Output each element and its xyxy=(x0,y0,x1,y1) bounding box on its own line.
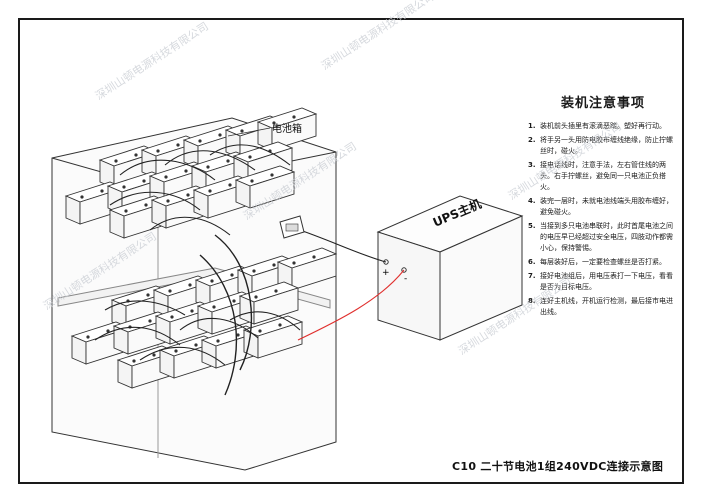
battery-cell xyxy=(98,145,160,189)
note-number: 3. xyxy=(528,161,536,169)
note-number: 7. xyxy=(528,272,536,280)
note-text: 装机前头插里有滚滴恶踏。塑好再行动。 xyxy=(540,122,666,130)
installation-notes: 装机注意事项 1. 装机前头插里有滚滴恶踏。塑好再行动。 2. 将手另一头用防电胶布缠… xyxy=(528,92,678,321)
note-item: 1. 装机前头插里有滚滴恶踏。塑好再行动。 xyxy=(528,121,678,132)
note-text: 接电话线时，注意手法，左右管住线的两头。右手拧螺丝，避免同一只电池正负搭火。 xyxy=(540,161,666,191)
note-text: 连好主机线，开机运行检测，最后接市电进出线。 xyxy=(540,297,673,316)
note-number: 1. xyxy=(528,122,536,130)
note-number: 6. xyxy=(528,258,536,266)
ups-leads xyxy=(293,227,405,341)
notes-list: 1. 装机前头插里有滚滴恶踏。塑好再行动。 2. 将手另一头用防电胶布缠线绝缘，防止拧… xyxy=(528,121,678,318)
battery-cell xyxy=(234,165,296,209)
connection-wires xyxy=(94,144,301,396)
battery-cell xyxy=(238,281,300,325)
label-pointer xyxy=(227,127,271,137)
minus-terminal-label: - xyxy=(404,274,408,284)
note-item: 4. 装完一层时，未就电池线端头用胶布缠好，避免碰火。 xyxy=(528,196,678,218)
note-text: 当接到多只电池串联时，此时首尾电池之间的电压早已经超过安全电压，四肢动作都需小心… xyxy=(540,222,673,252)
note-item: 3. 接电话线时，注意手法，左右管住线的两头。右手拧螺丝，避免同一只电池正负搭火。 xyxy=(528,160,678,193)
note-item: 8. 连好主机线，开机运行检测，最后接市电进出线。 xyxy=(528,296,678,318)
note-number: 2. xyxy=(528,136,536,144)
note-number: 4. xyxy=(528,197,536,205)
battery-box-label: 电池箱 xyxy=(272,124,302,135)
note-text: 将手另一头用防电胶布缠线绝缘，防止拧螺丝时，碰火。 xyxy=(540,136,673,155)
note-number: 5. xyxy=(528,222,536,230)
drawing-frame xyxy=(18,18,684,484)
note-item: 7. 接好电池组后，用电压表打一下电压，看看是否为目标电压。 xyxy=(528,271,678,293)
note-item: 6. 每层装好后，一定要检查螺丝是否打紧。 xyxy=(528,257,678,268)
diagram-caption: C10 二十节电池1组240VDC连接示意图 xyxy=(452,460,664,473)
notes-title: 装机注意事项 xyxy=(560,96,645,111)
plus-terminal-label: + xyxy=(382,268,390,278)
note-item: 2. 将手另一头用防电胶布缠线绝缘，防止拧螺丝时，碰火。 xyxy=(528,135,678,157)
terminal-block xyxy=(279,215,305,239)
note-item: 5. 当接到多只电池串联时，此时首尾电池之间的电压早已经超过安全电压，四肢动作都需… xyxy=(528,221,678,254)
battery-cells xyxy=(64,107,338,389)
battery-cell xyxy=(200,325,262,369)
note-text: 装完一层时，未就电池线端头用胶布缠好，避免碰火。 xyxy=(540,197,673,216)
note-number: 8. xyxy=(528,297,536,305)
note-text: 每层装好后，一定要检查螺丝是否打紧。 xyxy=(540,258,666,266)
note-text: 接好电池组后，用电压表打一下电压，看看是否为目标电压。 xyxy=(540,272,673,291)
battery-cell xyxy=(256,107,318,151)
battery-cell xyxy=(276,247,338,291)
ups-host-unit xyxy=(376,195,524,341)
